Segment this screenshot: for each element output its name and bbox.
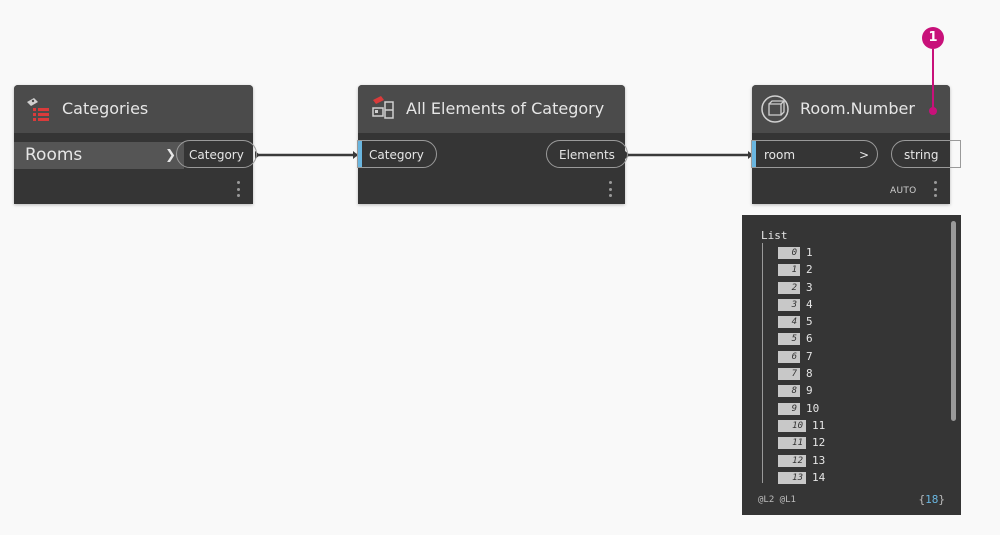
list-value: 5 [806, 315, 813, 329]
node-title: All Elements of Category [406, 99, 605, 118]
list-tree-line [762, 243, 763, 483]
count-open: { [918, 493, 926, 506]
list-item: 11 12 [778, 435, 948, 452]
dropdown-value: Rooms [25, 145, 83, 165]
element-category-icon [372, 96, 394, 119]
list-index: 3 [778, 298, 800, 311]
list-value: 6 [806, 332, 813, 346]
more-vertical-icon[interactable] [934, 181, 937, 197]
more-vertical-icon[interactable] [237, 181, 240, 197]
list-item: 12 13 [778, 453, 948, 470]
list-index: 0 [778, 247, 800, 259]
input-port-marker [358, 140, 362, 168]
list-value: 3 [806, 280, 813, 294]
category-dropdown[interactable]: Rooms ❯ [14, 142, 184, 169]
count-close: } [938, 493, 945, 506]
list-value: 14 [812, 470, 826, 484]
preview-scrollbar[interactable] [951, 221, 956, 421]
item-count: {18} [919, 493, 946, 506]
list-index: 7 [778, 368, 800, 381]
list-value: 1 [806, 246, 813, 259]
list-index: 12 [778, 454, 806, 467]
list-levels[interactable]: @L2 @L1 [758, 495, 796, 505]
node-header[interactable] [752, 85, 950, 133]
list-value: 13 [812, 453, 826, 467]
room-cube-icon [761, 95, 789, 123]
count-value: 18 [925, 493, 939, 506]
output-port-string[interactable]: string [891, 140, 961, 168]
node-header[interactable] [14, 85, 253, 133]
list-index: 2 [778, 281, 800, 294]
output-port-category[interactable]: Category [176, 140, 257, 168]
categories-node[interactable]: Categories Rooms ❯ Category [14, 85, 257, 204]
more-vertical-icon[interactable] [609, 181, 612, 197]
list-label: List [761, 229, 788, 242]
list-value: 7 [806, 349, 813, 363]
list-index: 10 [778, 419, 806, 432]
input-port-room-label: room [764, 148, 796, 162]
annotation-leader-line [932, 49, 934, 111]
list-item: 10 11 [778, 418, 948, 435]
annotation-marker: 1 [922, 27, 944, 49]
list-item: 9 10 [778, 401, 948, 418]
chevron-down-icon: ❯ [165, 148, 176, 163]
list-value: 10 [806, 401, 820, 415]
list-value: 2 [806, 263, 813, 277]
list-index: 6 [778, 350, 800, 363]
annotation-leader-dot [929, 107, 937, 115]
list-index: 4 [778, 316, 800, 329]
list-index: 5 [778, 333, 800, 346]
input-port-room-arrow: > [858, 148, 869, 162]
list-item: 13 14 [778, 470, 948, 485]
output-port-elements[interactable]: Elements [546, 140, 628, 168]
list-value: 9 [806, 384, 813, 398]
list-value: 11 [812, 418, 826, 432]
list-index: 11 [778, 437, 806, 450]
list-index: 1 [778, 264, 800, 277]
list-index: 8 [778, 385, 800, 398]
category-tag-icon [27, 98, 49, 121]
node-title: Categories [62, 99, 149, 118]
room-number-node[interactable]: Room.Number room > string AUTO [751, 85, 961, 204]
list-value: 8 [806, 367, 813, 381]
list-index: 13 [778, 471, 806, 484]
input-port-category[interactable]: Category [357, 140, 437, 168]
list-value: 12 [812, 436, 826, 450]
node-title: Room.Number [800, 99, 915, 118]
lacing-label[interactable]: AUTO [890, 186, 917, 196]
preview-footer: @L2 @L1 {18} [742, 487, 961, 515]
list-value: 4 [806, 297, 813, 311]
list-index: 9 [778, 402, 800, 415]
node-header[interactable] [358, 85, 625, 133]
input-port-room[interactable]: room > [751, 140, 878, 168]
all-elements-of-category-node[interactable]: All Elements of Category Category Elemen… [357, 85, 628, 204]
